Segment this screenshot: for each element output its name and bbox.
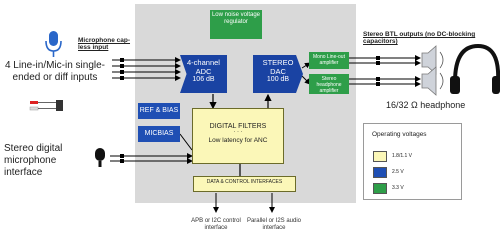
dac-db: 100 dB xyxy=(266,76,290,83)
legend-label-2: 2.5 V xyxy=(392,169,404,175)
rca-connector-icon xyxy=(29,100,63,111)
speaker-icons xyxy=(421,45,444,96)
legend-label-3: 3.3 V xyxy=(392,185,404,191)
stereo-mic-label: Stereo digital microphone interface xyxy=(4,143,63,178)
legend-title: Operating voltages xyxy=(372,131,427,138)
legend-swatch-green xyxy=(373,183,387,194)
dac-title: STEREO xyxy=(262,58,294,67)
adc-block: 4-channel ADC 106 dB xyxy=(180,55,227,93)
adc-subtitle: ADC xyxy=(195,67,212,76)
voltage-legend: Operating voltages 1.8/1.1 V 2.5 V 3.3 V xyxy=(363,123,462,200)
legend-swatch-blue xyxy=(373,167,387,178)
btl-outputs-label: Stereo BTL outputs (no DC-blocking capac… xyxy=(363,31,476,45)
dac-subtitle: DAC xyxy=(270,67,286,76)
voltage-regulator-block: Low noise voltage regulator xyxy=(210,10,262,39)
mono-amp-block: Mono Line-out amplifier xyxy=(309,52,349,69)
data-control-block: DATA & CONTROL INTERFACES xyxy=(193,176,296,192)
micbias-block: MICBIAS xyxy=(138,126,180,142)
i2s-label: Parallel or I2S audio interface xyxy=(246,218,302,231)
digital-mic-icon xyxy=(95,148,105,167)
filters-dots: · · · xyxy=(233,129,243,135)
legend-label-1: 1.8/1.1 V xyxy=(392,153,413,159)
apb-label: APB or I2C control interface xyxy=(191,218,241,231)
line-in-arrows xyxy=(112,57,181,81)
legend-swatch-yellow xyxy=(373,151,387,162)
digital-filters-block: DIGITAL FILTERS · · · Low latency for AN… xyxy=(192,108,284,164)
adc-title: 4-channel xyxy=(187,58,220,67)
filters-subtitle: Low latency for ANC xyxy=(208,137,268,144)
headphone-label: 16/32 Ω headphone xyxy=(386,100,466,110)
adc-db: 106 dB xyxy=(192,76,215,83)
headphone-icon xyxy=(450,43,500,94)
headphone-amp-block: Stereo headphone amplifier xyxy=(309,74,349,94)
ref-bias-block: REF & BIAS xyxy=(138,103,180,119)
dac-block: STEREO DAC 100 dB xyxy=(253,55,303,93)
microphone-icon xyxy=(45,31,62,57)
mic-cap-label: Microphone cap-less input xyxy=(78,37,131,51)
line-in-label: 4 Line-in/Mic-in single-ended or diff in… xyxy=(4,60,106,83)
filters-title: DIGITAL FILTERS xyxy=(209,123,267,130)
